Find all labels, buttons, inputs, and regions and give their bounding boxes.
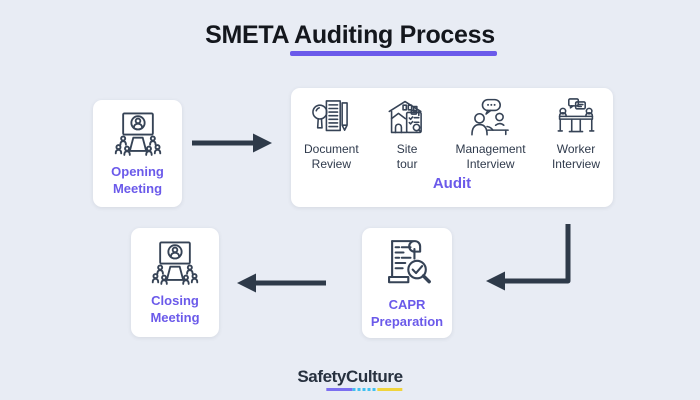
title-underline <box>290 51 497 56</box>
arrow-capr-to-closing <box>237 273 326 293</box>
logo-underline-purple-segment <box>326 388 353 391</box>
opening-meeting-label-line2: Meeting <box>112 181 163 196</box>
opening-meeting-label-line1: Opening <box>111 164 164 179</box>
logo-underline-blue-segment <box>352 388 378 391</box>
audit-step-site-tour: Site tour <box>385 97 429 172</box>
management-interview-label: Management Interview <box>456 142 526 172</box>
management-interview-label-line1: Management <box>455 142 526 156</box>
opening-meeting-card: Opening Meeting <box>93 100 182 207</box>
capr-preparation-icon <box>388 240 431 284</box>
site-tour-label-line2: tour <box>396 157 418 171</box>
capr-preparation-label: CAPR Preparation <box>371 296 443 330</box>
management-interview-label-line2: Interview <box>466 157 515 171</box>
logo-underline-yellow-segment <box>377 388 403 391</box>
arrow-opening-to-audit <box>192 133 272 153</box>
site-tour-label-line1: Site <box>396 142 418 156</box>
document-review-label-line1: Document <box>304 142 359 156</box>
site-tour-icon <box>388 100 423 134</box>
opening-meeting-label: Opening Meeting <box>111 163 164 197</box>
capr-preparation-label-line1: CAPR <box>388 297 426 312</box>
closing-meeting-label-line2: Meeting <box>150 310 200 325</box>
capr-preparation-card: CAPR Preparation <box>362 228 452 338</box>
page-title: SMETA Auditing Process <box>205 21 495 49</box>
audit-steps: Document Review Site <box>291 97 613 172</box>
safetyculture-logo-underline <box>326 388 403 391</box>
safetyculture-logo: SafetyCulture <box>297 367 403 391</box>
audit-card: Document Review Site <box>291 88 613 207</box>
site-tour-label: Site tour <box>397 142 418 172</box>
worker-interview-label-line2: Interview <box>551 157 600 171</box>
closing-meeting-label: Closing Meeting <box>150 292 199 326</box>
presentation-meeting-icon <box>151 241 199 285</box>
audit-step-management-interview: Management Interview <box>456 97 526 172</box>
worker-interview-label: Worker Interview <box>552 142 600 172</box>
arrow-audit-to-capr <box>486 224 571 291</box>
document-review-icon <box>312 100 349 132</box>
worker-interview-label-line1: Worker <box>556 142 596 156</box>
document-review-label-line2: Review <box>311 157 352 171</box>
safetyculture-logo-text: SafetyCulture <box>297 367 403 387</box>
worker-interview-icon <box>557 98 595 133</box>
audit-step-worker-interview: Worker Interview <box>552 97 600 172</box>
management-interview-icon <box>470 98 509 136</box>
presentation-meeting-icon <box>114 112 161 156</box>
logo-part-culture: Culture <box>345 367 403 386</box>
audit-step-document-review: Document Review <box>304 97 359 172</box>
document-review-label: Document Review <box>304 142 359 172</box>
logo-part-safety: Safety <box>297 367 346 386</box>
capr-preparation-label-line2: Preparation <box>370 314 444 329</box>
closing-meeting-card: Closing Meeting <box>131 228 219 337</box>
audit-label: Audit <box>432 175 472 192</box>
closing-meeting-label-line1: Closing <box>151 293 199 308</box>
